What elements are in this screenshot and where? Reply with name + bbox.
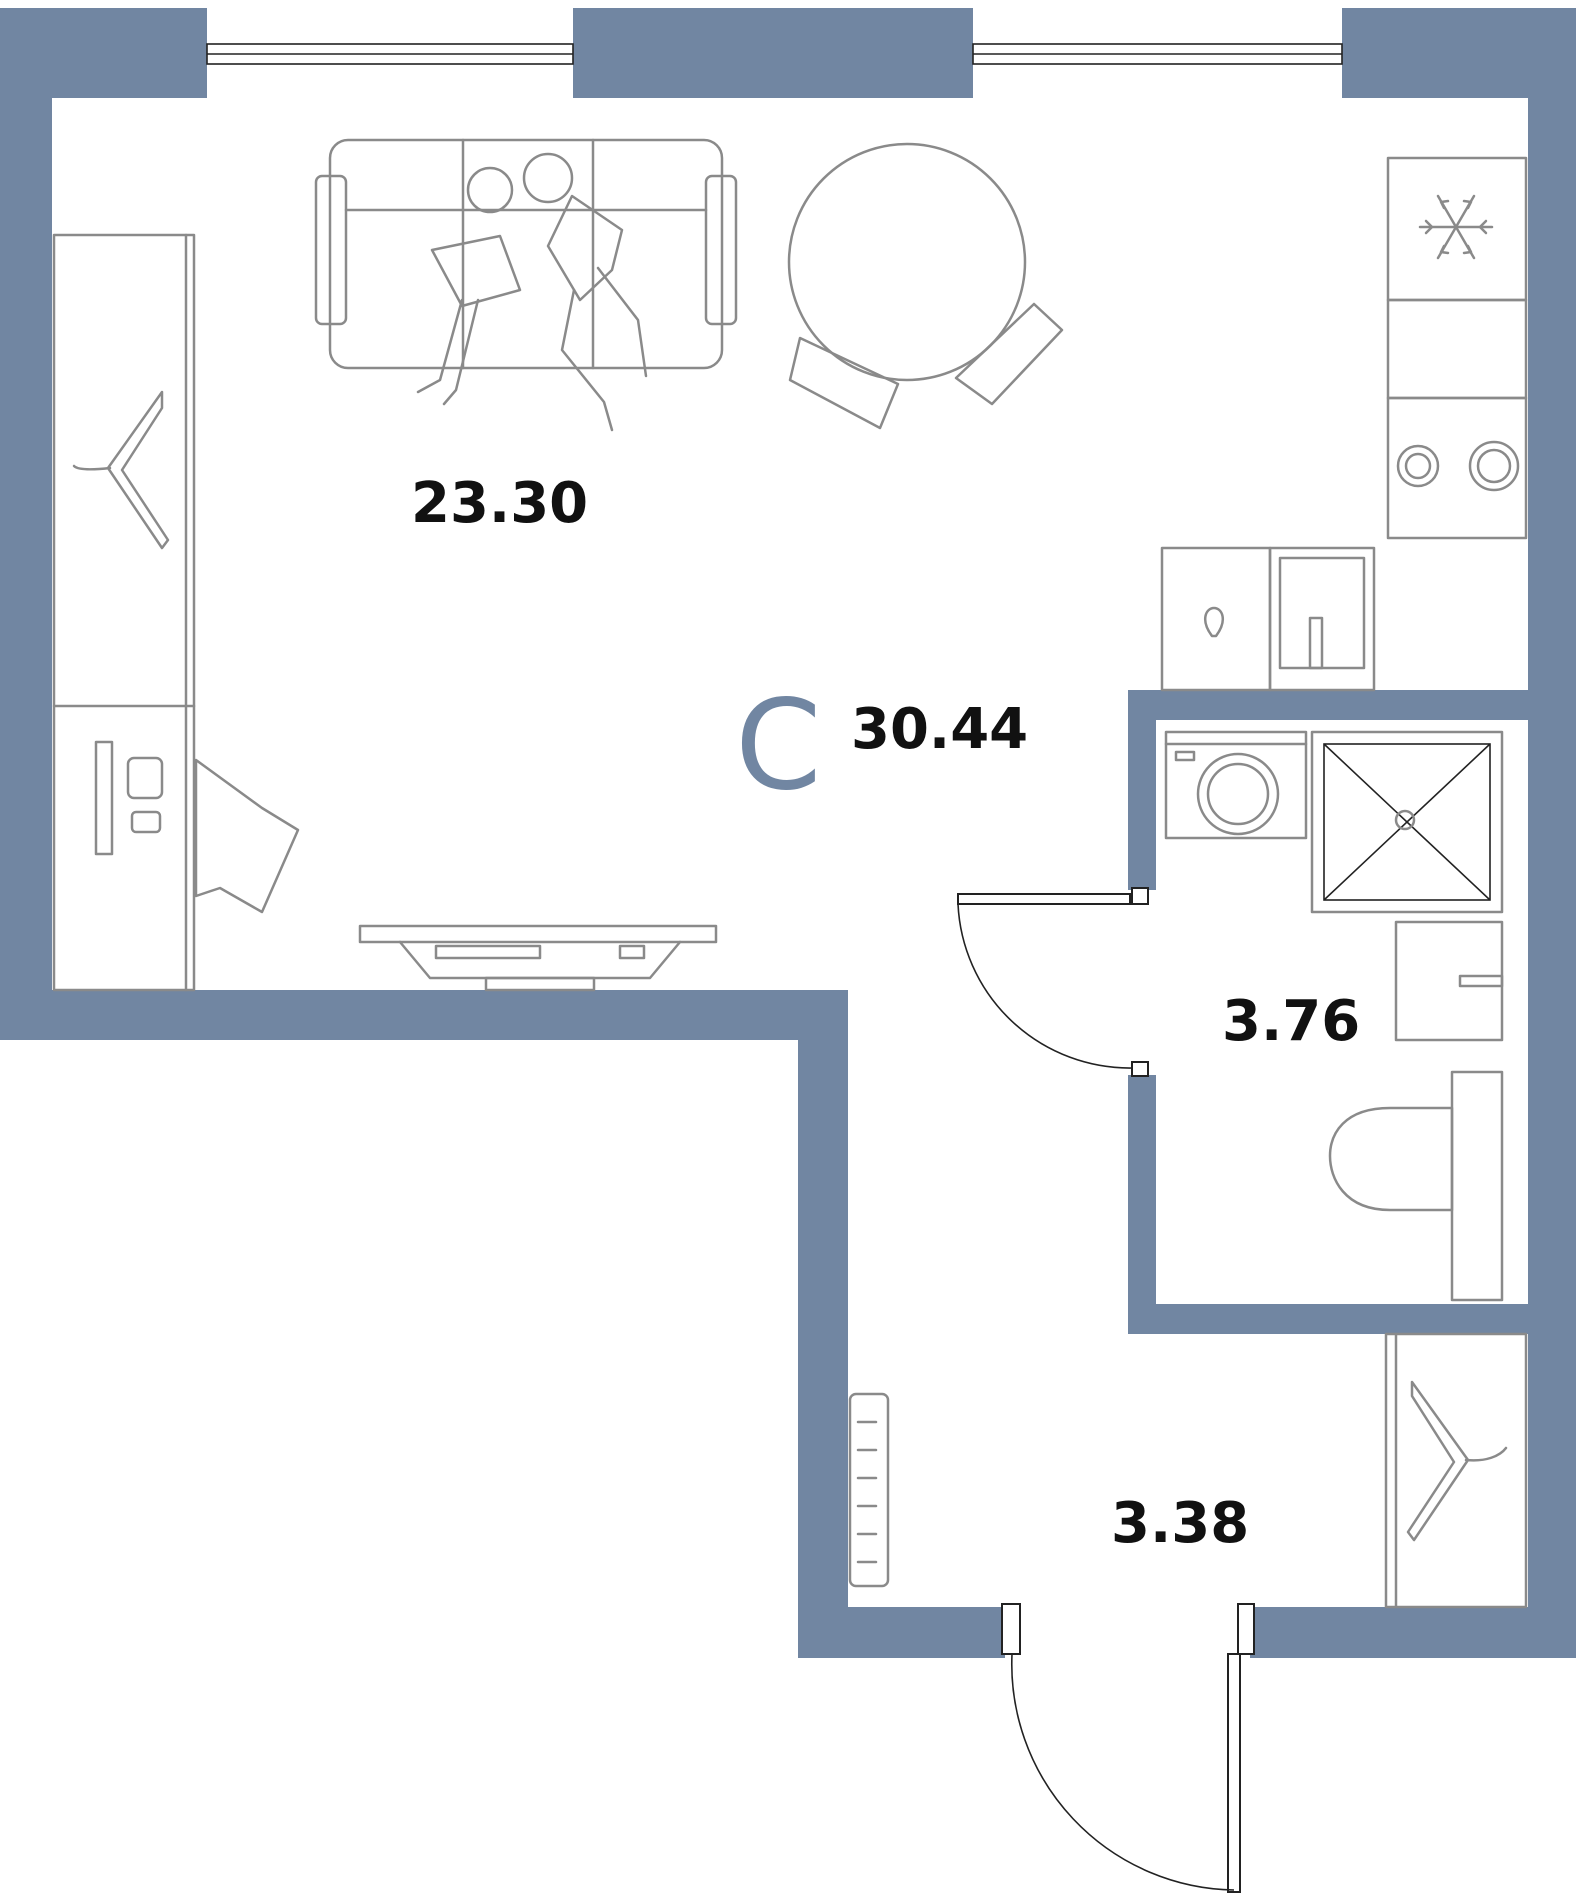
living-room-area-label: 23.30 [411,471,588,536]
wall-left [0,90,52,1040]
wardrobe-hallway [1384,1332,1528,1609]
windows [206,43,1343,65]
stove [1386,396,1528,540]
wall-top-middle [573,8,973,98]
hallway-area-label: 3.38 [1111,1491,1249,1556]
entrance-door[interactable] [1001,1603,1255,1893]
wall-top-left [0,8,207,98]
bathroom-area-label: 3.76 [1222,989,1360,1054]
toilet [1328,1106,1454,1212]
shower [1310,730,1504,914]
tv-stand [358,924,718,992]
shoe-rack [848,1392,890,1588]
total-area-label: 30.44 [851,697,1028,762]
wardrobe-left [52,233,196,992]
wall-bath-left-lower [1128,1075,1156,1328]
snowflake-icon [1418,194,1494,260]
kitchen [1160,156,1528,692]
wall-bath-top [1128,690,1528,720]
washing-machine [1164,730,1308,840]
hanger-icon-hallway [1406,1380,1508,1542]
walls [0,8,1576,1658]
bathroom-door[interactable] [957,887,1149,1077]
bathroom-fixtures [1164,730,1504,1302]
dining-table [787,142,1064,430]
apartment-type-label: C [735,674,822,818]
wall-bath-bottom [1128,1304,1528,1334]
wall-bath-left-upper [1128,690,1156,890]
wall-living-bottom [0,990,848,1040]
wall-corridor-left [798,990,848,1658]
wall-right [1528,90,1576,1658]
wall-top-right [1342,8,1576,98]
sofa [314,138,738,370]
wall-bottom-left [798,1607,1005,1658]
kitchen-sink [1268,546,1376,692]
people-icon [416,152,648,432]
hanger-icon [72,390,170,550]
wall-bottom-right [1250,1607,1576,1658]
bathroom-sink [1394,920,1504,1042]
desk-chair [94,740,300,914]
